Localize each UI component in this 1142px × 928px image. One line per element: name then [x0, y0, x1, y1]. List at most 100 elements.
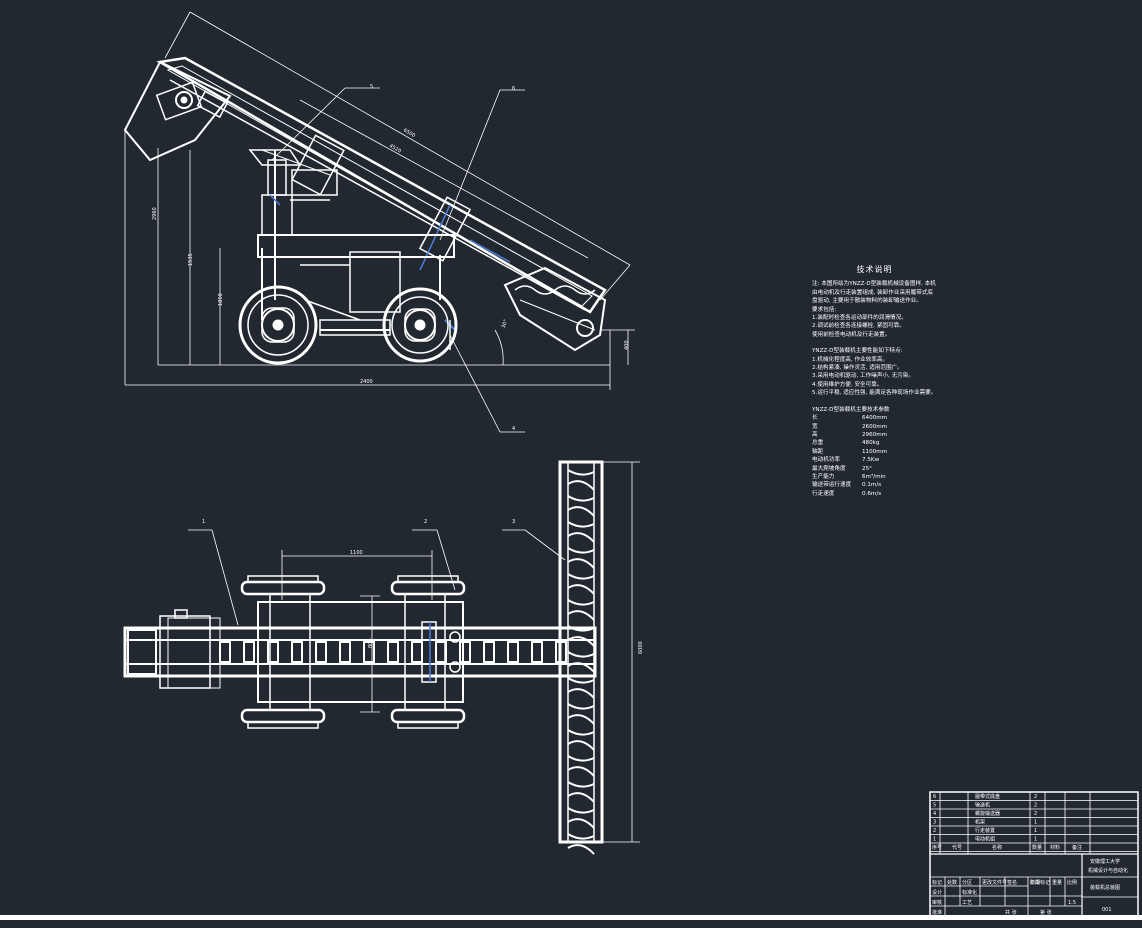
callout-3: 3 — [512, 519, 515, 525]
tb-label: 第 张 — [1040, 909, 1052, 916]
tb-label: 比例 — [1067, 879, 1077, 886]
spec-label: 电动机功率 — [812, 457, 840, 464]
auger-flight — [567, 755, 595, 777]
auger-flight — [567, 807, 595, 829]
tb-label: 工艺 — [962, 900, 972, 906]
spec-value: 6m³/min — [862, 473, 886, 480]
auger-flight — [567, 495, 595, 517]
wheel-front — [238, 285, 318, 365]
tech-notes-section2: 1.机械化程度高, 作业效率高。2.结构紧凑, 操作灵活, 适用范围广。3.采用… — [812, 356, 937, 398]
part-name: 机架 — [975, 819, 985, 826]
side-view — [123, 11, 635, 433]
tech-notes-section2-line: 3.采用电动机驱动, 工作噪声小, 无污染。 — [812, 373, 914, 380]
title-block — [929, 791, 1139, 917]
belt-roller — [459, 641, 471, 663]
belt-roller — [363, 641, 375, 663]
part-name: 螺旋输送器 — [975, 810, 1000, 817]
callout-6: 6 — [512, 86, 515, 92]
tech-notes-line: 使用前检查电动机及行走装置。 — [812, 331, 891, 338]
dim-top-length: 6500 — [402, 128, 416, 140]
spec-label: 轴距 — [812, 448, 824, 455]
spec-label: 最大爬坡角度 — [812, 465, 846, 472]
dim-height-low: 1050 — [218, 293, 224, 306]
tb-label: 日期 — [1030, 880, 1040, 886]
tech-notes-section2-line: 1.机械化程度高, 作业效率高。 — [812, 356, 889, 363]
auger-flight — [567, 599, 595, 621]
spec-row: 宽 2600mm — [812, 423, 937, 431]
tb-header-cell: 代号 — [952, 844, 962, 851]
tech-notes-line: 2.调试前检查各连接螺栓, 紧固可靠。 — [812, 323, 905, 330]
part-qty: 2 — [1034, 803, 1037, 809]
spec-value: 2600mm — [862, 423, 888, 430]
part-name: 行走装置 — [975, 827, 995, 834]
belt-roller — [483, 641, 495, 663]
tb-label: 阶段标记 — [1030, 879, 1050, 886]
part-name: 电动机组 — [975, 836, 995, 843]
part-qty: 2 — [1034, 794, 1037, 800]
part-qty: 2 — [1034, 811, 1037, 817]
auger-flight — [567, 573, 595, 595]
dim-auger-length: 6000 — [638, 641, 644, 654]
auger-flight — [567, 547, 595, 569]
bottom-border — [0, 915, 1142, 920]
auger-flight — [567, 833, 595, 855]
part-number: 6 — [933, 794, 936, 800]
belt-roller — [291, 641, 303, 663]
belt-roller — [387, 641, 399, 663]
tech-notes-section2-title: YNZZ-D型装载机主要性能如下特点: — [812, 348, 903, 355]
part-qty: 1 — [1034, 820, 1037, 826]
tech-notes-section2-line: 5.运行平稳, 适应性强, 能满足各种现场作业需要。 — [812, 390, 937, 397]
auger-flight — [567, 729, 595, 751]
spec-label: 高 — [812, 431, 818, 438]
tb-label: 审核 — [932, 899, 942, 906]
top-view — [123, 460, 640, 855]
tb-dept: 机械设计与自动化 — [1088, 867, 1128, 874]
auger-flight — [567, 781, 595, 803]
dim-height-overall: 2960 — [152, 207, 158, 220]
spec-label: 输送带运行速度 — [812, 482, 852, 489]
spec-value: 0.6m/s — [862, 490, 882, 497]
belt-roller — [315, 641, 327, 663]
tb-label: 共 张 — [1005, 909, 1017, 916]
belt-rollers — [219, 641, 567, 663]
spec-label: 行走速度 — [812, 490, 835, 497]
conveyor-boom — [123, 56, 607, 352]
dim-width-overall: 2400 — [360, 379, 373, 385]
tech-notes-line: 要求包括: — [812, 306, 837, 313]
auger-flight — [567, 625, 595, 647]
auger-flight — [567, 469, 595, 491]
technical-notes: 技术说明 注: 本图所绘为YNZZ-D型装载机械设备图样, 本机由电动机及行走装… — [812, 265, 937, 498]
spec-label: 宽 — [812, 423, 818, 430]
dim-top-track: 1100 — [350, 550, 363, 556]
part-name: 履带式底盘 — [975, 793, 1000, 800]
tb-header-cell: 名称 — [992, 844, 1002, 851]
tech-notes-lines: 要求包括:1.装配时检查各运动部件的润滑情况。2.调试前检查各连接螺栓, 紧固可… — [812, 306, 937, 340]
belt-roller — [411, 641, 423, 663]
tb-label: 标准化 — [962, 889, 977, 896]
tech-notes-title: 技术说明 — [856, 265, 893, 274]
spec-value: 7.5Kw — [862, 457, 880, 464]
tb-label: 设计 — [932, 889, 942, 896]
part-number: 3 — [933, 820, 936, 826]
spec-label: 长 — [812, 415, 818, 422]
auger-flight — [567, 651, 595, 673]
vehicle-frame — [248, 149, 456, 350]
spec-value: 480kg — [862, 440, 880, 447]
dim-top-width: 800 — [368, 638, 374, 648]
spec-row: 电动机功率 7.5Kw — [812, 456, 937, 464]
tb-label: 处数 — [947, 879, 957, 886]
part-number: 5 — [933, 803, 936, 809]
dim-height-mid: 1535 — [188, 253, 194, 266]
tb-label: 批准 — [932, 909, 942, 916]
callout-1: 1 — [202, 519, 205, 525]
tb-label: 重量 — [1052, 879, 1062, 886]
dimension-labels: 6500 4520 2960 1535 1050 2400 30° 400 11… — [152, 128, 644, 654]
dim-top-length-inner: 4520 — [388, 143, 402, 155]
tb-drawing-title: 装载机总装图 — [1090, 884, 1120, 891]
